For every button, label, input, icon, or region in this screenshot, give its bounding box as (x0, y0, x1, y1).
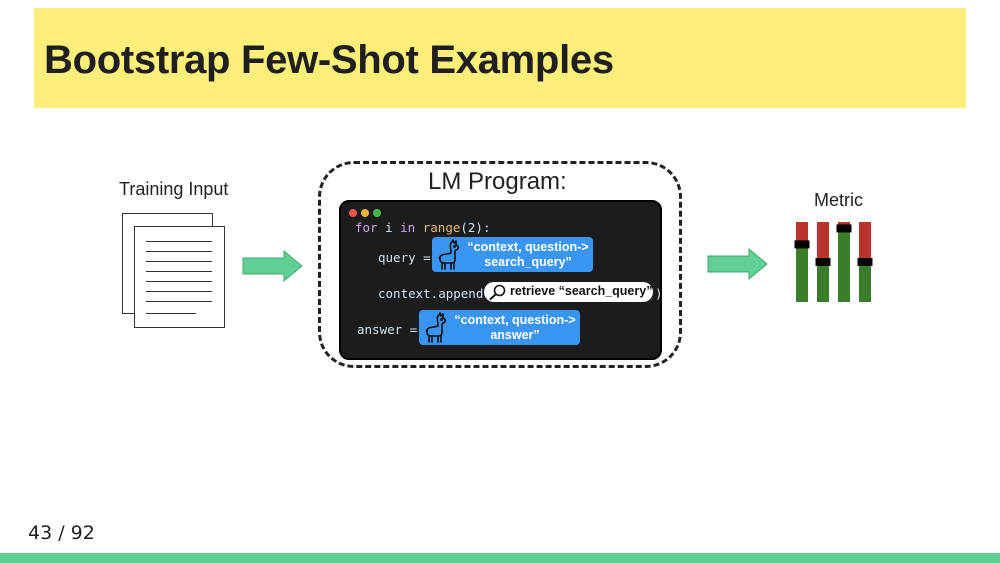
chip-line-2: search_query” (484, 255, 572, 269)
retrieve-pill: retrieve “search_query” (484, 282, 653, 302)
code-close-paren: ) (655, 286, 663, 301)
metric-bar-marker (836, 224, 852, 233)
range-args: (2): (460, 220, 491, 235)
right-arrow-icon (242, 250, 303, 282)
window-close-dot-icon (349, 209, 357, 217)
right-arrow-icon (707, 248, 768, 280)
loop-var: i (377, 220, 401, 235)
metric-label: Metric (814, 190, 863, 210)
code-line-answer: answer = (357, 322, 418, 337)
metric-bar-marker (815, 258, 831, 266)
llama-icon (425, 312, 447, 343)
metric-bars-icon (794, 222, 873, 302)
chip-line-2: answer” (490, 328, 540, 342)
document-stack-icon (122, 213, 225, 328)
lm-program-label: LM Program: (428, 168, 567, 195)
lm-module-chip-search-query: “context, question-> search_query” (432, 237, 593, 272)
metric-bar-green (817, 262, 829, 302)
metric-bar-marker (857, 258, 873, 266)
code-line-context-append: context.append( (378, 286, 491, 301)
lm-program-frame (318, 161, 682, 368)
keyword-in: in (400, 220, 416, 235)
training-input-label: Training Input (119, 179, 229, 199)
metric-bar-green (796, 244, 808, 302)
window-maximize-dot-icon (373, 209, 381, 217)
search-icon (489, 284, 506, 300)
code-line-query: query = (378, 250, 431, 265)
page-number: 43 / 92 (28, 522, 95, 544)
keyword-for: for (355, 220, 378, 235)
retrieve-label: retrieve “search_query” (510, 284, 653, 298)
metric-bar-green (838, 228, 850, 302)
lm-module-chip-answer: “context, question-> answer” (419, 310, 580, 345)
footer-bar (0, 553, 1000, 563)
llama-icon (438, 239, 460, 270)
metric-bar-marker (794, 240, 810, 249)
slide-title: Bootstrap Few-Shot Examples (44, 38, 614, 82)
code-line-for: for i in range(2): (355, 220, 490, 235)
chip-line-1: “context, question-> (454, 313, 576, 327)
metric-bar-green (859, 262, 871, 302)
function-range: range (415, 220, 461, 235)
chip-line-1: “context, question-> (467, 240, 589, 254)
window-minimize-dot-icon (361, 209, 369, 217)
title-band: Bootstrap Few-Shot Examples (34, 8, 966, 108)
